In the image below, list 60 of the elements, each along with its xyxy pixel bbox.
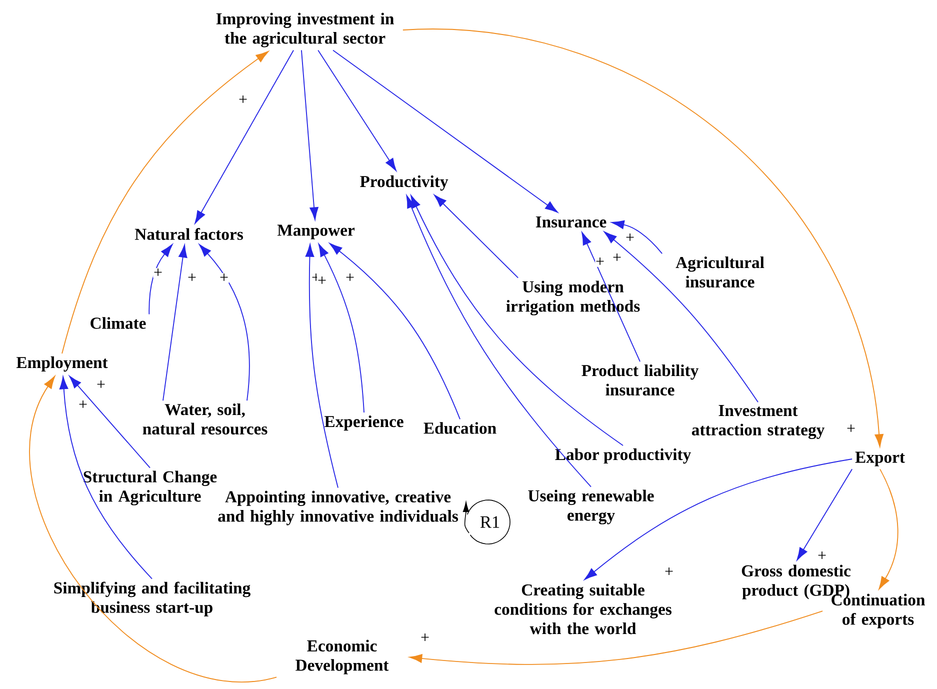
polarity-sign: +: [664, 567, 674, 577]
arrow: [318, 244, 364, 413]
arrow: [59, 376, 152, 580]
polarity-sign: +: [219, 273, 229, 283]
polarity-sign: +: [420, 633, 430, 643]
polarity-sign: +: [187, 273, 197, 283]
polarity-sign: +: [595, 257, 605, 267]
variable-label: Manpower: [277, 224, 355, 240]
arrow: [198, 244, 250, 401]
arrow: [796, 468, 853, 560]
arrow: [329, 243, 460, 420]
variable-label: Investment attraction strategy: [692, 405, 824, 439]
arrow: [305, 244, 338, 488]
variable-label: Creating suitable conditions for exchanges with the world: [494, 584, 672, 634]
variable-label: Useing renewable energy: [528, 490, 654, 524]
polarity-sign: +: [846, 424, 856, 434]
arrow: [162, 244, 188, 401]
arrow: [434, 194, 519, 278]
polarity-sign: +: [612, 253, 622, 263]
variable-label: Productivity: [360, 175, 448, 191]
arrow: [409, 610, 824, 665]
variable-label: Natural factors: [134, 228, 243, 240]
variable-label: Improving investment in the agricultural sector: [216, 12, 394, 48]
loop-label: R1: [480, 516, 500, 528]
variable-label: Export: [855, 452, 905, 466]
arrow: [148, 244, 173, 315]
polarity-sign: +: [317, 276, 327, 286]
arrow: [584, 458, 853, 580]
variable-label: Insurance: [536, 216, 606, 228]
variable-label: Product liability insurance: [582, 364, 698, 396]
variable-label: Education: [424, 422, 496, 434]
variable-label: Climate: [90, 317, 146, 329]
polarity-sign: +: [345, 273, 355, 283]
polarity-sign: +: [78, 400, 88, 410]
variable-label: Agricultural insurance: [676, 256, 764, 288]
polarity-sign: +: [817, 551, 827, 561]
variable-label: Water, soil, natural resources: [142, 403, 268, 435]
arrow: [406, 195, 592, 488]
variable-label: Economic Development: [296, 640, 389, 674]
arrow: [332, 50, 558, 213]
arrow: [410, 195, 624, 446]
arrow: [402, 30, 884, 448]
variable-label: Structural Change in Agriculture: [84, 470, 217, 506]
arrow: [582, 232, 640, 362]
polarity-sign: +: [238, 95, 248, 105]
variable-label: Appointing innovative, creative and highly innovative individuals: [218, 490, 458, 526]
arrow: [878, 468, 898, 590]
polarity-sign: +: [153, 268, 163, 278]
arrow: [62, 51, 269, 354]
arrow: [69, 376, 150, 468]
polarity-sign: +: [96, 380, 106, 390]
arrow: [604, 231, 758, 403]
polarity-sign: +: [625, 233, 635, 243]
variable-label: Employment: [16, 356, 108, 372]
arrow: [611, 220, 663, 254]
arrow: [29, 376, 277, 683]
variable-label: Experience: [324, 415, 404, 431]
arrow: [300, 50, 318, 220]
arrow: [194, 50, 294, 224]
arrow: [318, 50, 396, 172]
